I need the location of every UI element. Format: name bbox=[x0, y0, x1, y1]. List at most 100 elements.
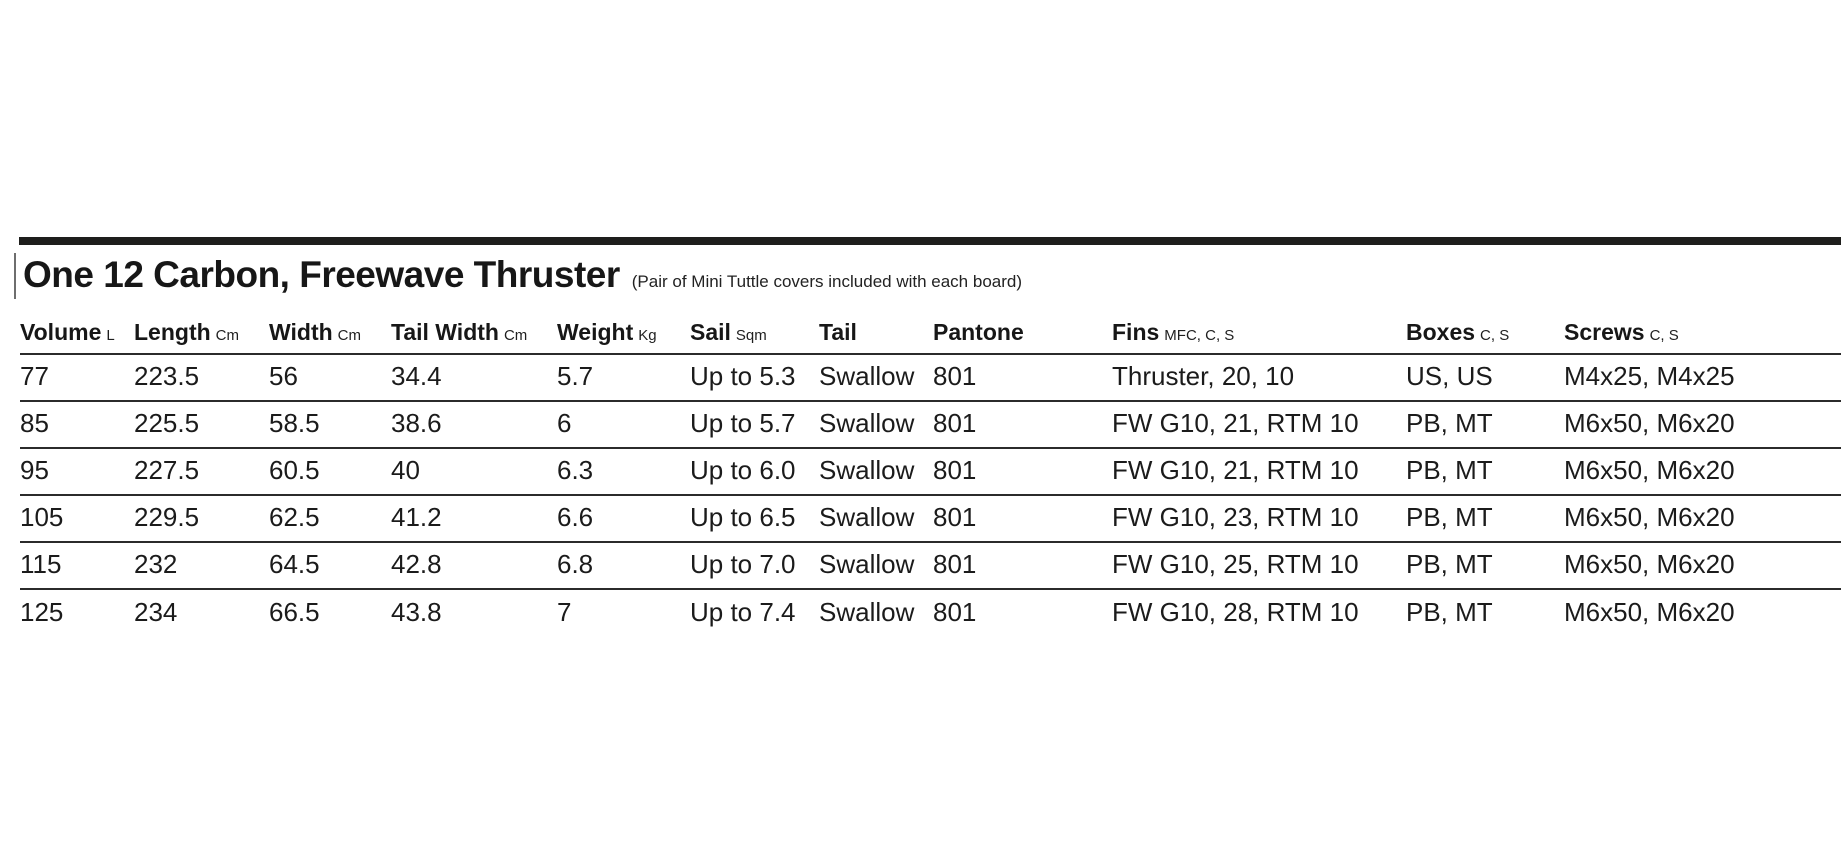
column-unit: Sqm bbox=[735, 327, 767, 344]
table-cell: Swallow bbox=[819, 361, 915, 391]
table-cell: 77 bbox=[20, 361, 49, 391]
table-cell: 6.8 bbox=[557, 549, 594, 579]
table-cell: 41.2 bbox=[391, 502, 442, 532]
table-cell: 6.6 bbox=[557, 502, 594, 532]
table-cell: 38.6 bbox=[391, 408, 442, 438]
table-cell: 62.5 bbox=[269, 502, 320, 532]
table-cell: PB, MT bbox=[1406, 408, 1493, 438]
column-unit: Cm bbox=[503, 327, 528, 344]
table-cell: 85 bbox=[20, 408, 49, 438]
table-cell: 64.5 bbox=[269, 549, 320, 579]
column-label: Tail Width bbox=[391, 319, 499, 345]
table-cell: Up to 6.5 bbox=[690, 502, 796, 532]
table-cell: M6x50, M6x20 bbox=[1564, 549, 1735, 579]
table-cell: 801 bbox=[933, 455, 977, 485]
table-cell: Swallow bbox=[819, 455, 915, 485]
table-cell: 40 bbox=[391, 455, 420, 485]
table-cell: 42.8 bbox=[391, 549, 442, 579]
table-cell: Swallow bbox=[819, 596, 915, 627]
table-cell: PB, MT bbox=[1406, 549, 1493, 579]
table-cell: 801 bbox=[933, 361, 977, 391]
column-label: Sail bbox=[690, 319, 731, 345]
table-cell: FW G10, 28, RTM 10 bbox=[1112, 596, 1359, 627]
column-label: Pantone bbox=[933, 319, 1024, 345]
table-cell: 229.5 bbox=[134, 502, 200, 532]
table-cell: Swallow bbox=[819, 408, 915, 438]
column-header-pantone: Pantone bbox=[933, 309, 1112, 355]
table-cell: 115 bbox=[20, 549, 62, 579]
column-label: Tail bbox=[819, 319, 857, 345]
table-cell: 95 bbox=[20, 455, 49, 485]
table-cell: PB, MT bbox=[1406, 596, 1493, 627]
table-cell: 60.5 bbox=[269, 455, 320, 485]
table-cell: 66.5 bbox=[269, 596, 320, 627]
table-cell: Up to 7.4 bbox=[690, 596, 796, 627]
table-cell: PB, MT bbox=[1406, 502, 1493, 532]
table-cell: FW G10, 21, RTM 10 bbox=[1112, 408, 1359, 438]
column-label: Boxes bbox=[1406, 319, 1476, 345]
table-cell: Up to 5.7 bbox=[690, 408, 796, 438]
table-cell: 5.7 bbox=[557, 361, 594, 391]
table-cell: M6x50, M6x20 bbox=[1564, 408, 1735, 438]
table-cell: M6x50, M6x20 bbox=[1564, 502, 1735, 532]
table-cell: 6 bbox=[557, 408, 572, 438]
table-cell: 34.4 bbox=[391, 361, 442, 391]
table-cell: 7 bbox=[557, 596, 572, 627]
table-cell: PB, MT bbox=[1406, 455, 1493, 485]
divider-bar bbox=[19, 237, 1841, 245]
page-subtitle: (Pair of Mini Tuttle covers included wit… bbox=[631, 272, 1023, 291]
table-row: 77 223.5 56 34.4 5.7 Up to 5.3 Swallow 801 Thrus… bbox=[20, 354, 1841, 401]
column-label: Length bbox=[134, 319, 211, 345]
column-label: Weight bbox=[557, 319, 634, 345]
table-cell: 223.5 bbox=[134, 361, 200, 391]
table-cell: 43.8 bbox=[391, 596, 442, 627]
table-cell: 225.5 bbox=[134, 408, 200, 438]
column-unit: L bbox=[106, 327, 115, 344]
table-cell: Up to 6.0 bbox=[690, 455, 796, 485]
column-unit: C, S bbox=[1649, 327, 1679, 344]
column-unit: Cm bbox=[337, 327, 361, 344]
column-label: Fins bbox=[1112, 319, 1160, 345]
column-unit: Cm bbox=[215, 327, 239, 344]
page-title: One 12 Carbon, Freewave Thruster bbox=[23, 254, 620, 295]
column-label: Width bbox=[269, 319, 333, 345]
table-cell: 6.3 bbox=[557, 455, 594, 485]
table-cell: 105 bbox=[20, 502, 64, 532]
table-cell: Up to 7.0 bbox=[690, 549, 796, 579]
table-cell: 56 bbox=[269, 361, 298, 391]
table-cell: 801 bbox=[933, 596, 977, 627]
table-cell: 234 bbox=[134, 596, 178, 627]
column-header-tail: Tail bbox=[819, 309, 933, 355]
table-cell: 801 bbox=[933, 408, 977, 438]
table-cell: 801 bbox=[933, 549, 977, 579]
column-unit: MFC, C, S bbox=[1164, 327, 1235, 344]
table-cell: M6x50, M6x20 bbox=[1564, 455, 1735, 485]
table-cell: Thruster, 20, 10 bbox=[1112, 361, 1295, 391]
column-unit: C, S bbox=[1480, 327, 1510, 344]
table-cell: US, US bbox=[1406, 361, 1493, 391]
table-cell: 232 bbox=[134, 549, 178, 579]
table-cell: 125 bbox=[20, 596, 64, 627]
table-row: 125 234 66.5 43.8 7 Up to 7.4 Swallow 801 FW G10… bbox=[20, 589, 1841, 636]
table-cell: Swallow bbox=[819, 502, 915, 532]
column-label: Screws bbox=[1564, 319, 1645, 345]
table-cell: FW G10, 21, RTM 10 bbox=[1112, 455, 1359, 485]
table-cell: Up to 5.3 bbox=[690, 361, 796, 391]
table-cell: M6x50, M6x20 bbox=[1564, 596, 1735, 627]
